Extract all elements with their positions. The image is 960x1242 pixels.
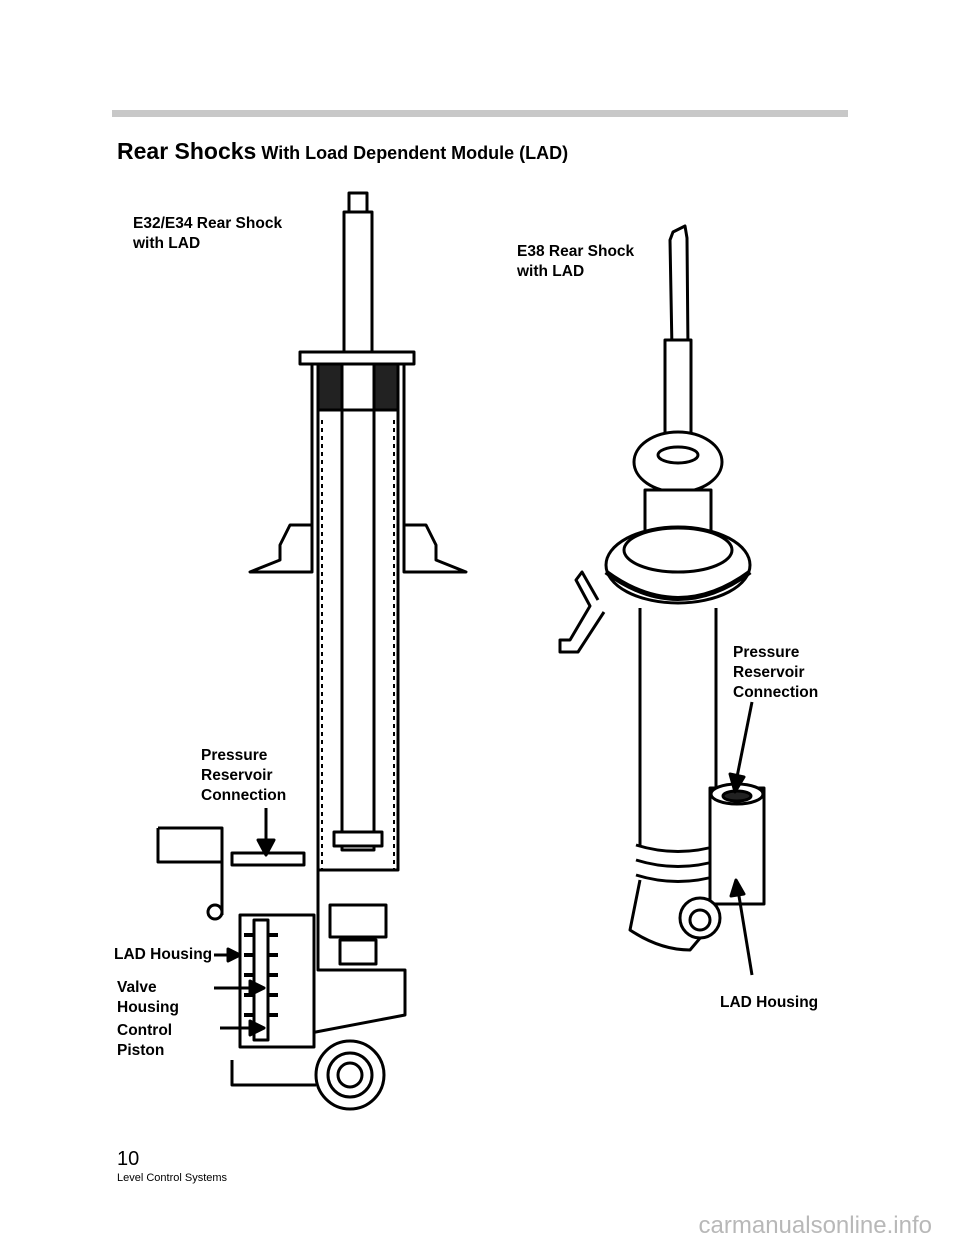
right-pressure-label: Pressure Reservoir Connection — [733, 644, 819, 701]
left-lad-housing-label: LAD Housing — [114, 946, 213, 963]
left-shock-drawing — [156, 191, 468, 1111]
page-number: 10 — [117, 1148, 140, 1170]
left-pressure-label: Pressure Reservoir Connection — [201, 747, 287, 804]
control-piston-label: Control Piston — [117, 1022, 173, 1059]
header-rule — [112, 110, 848, 117]
footer-section: Level Control Systems — [117, 1172, 228, 1184]
right-shock-caption: E38 Rear Shock with LAD — [517, 243, 635, 280]
right-shock-drawing — [558, 224, 766, 976]
valve-housing-label: Valve Housing — [117, 979, 179, 1016]
watermark: carmanualsonline.info — [698, 1212, 932, 1239]
title-subtitle: With Load Dependent Module (LAD) — [261, 143, 569, 163]
right-lad-housing-label: LAD Housing — [720, 994, 819, 1011]
left-shock-caption: E32/E34 Rear Shock with LAD — [133, 215, 283, 252]
title-main: Rear Shocks — [117, 138, 257, 164]
